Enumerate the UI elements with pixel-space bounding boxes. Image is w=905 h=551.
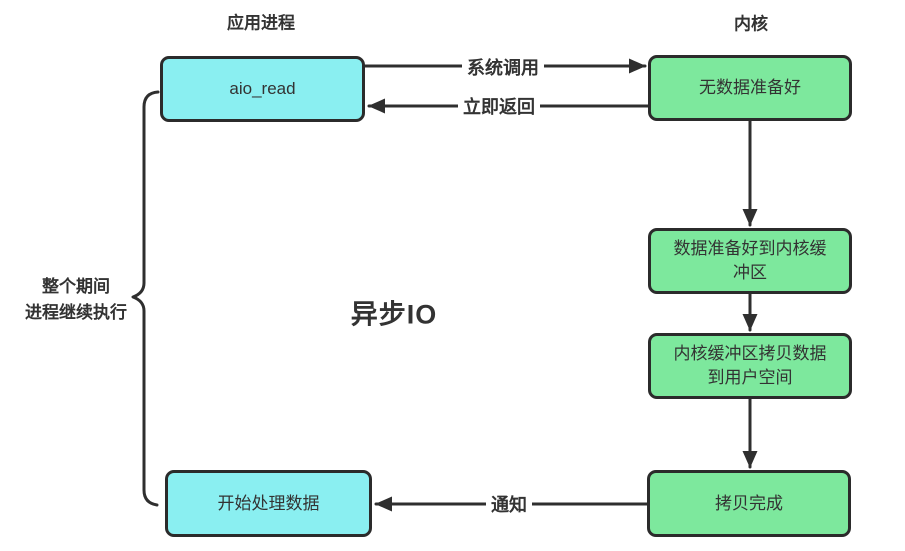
diagram-title: 异步IO bbox=[350, 299, 438, 330]
node-kernel-buffer-copy: 内核缓冲区拷贝数据到用户空间 bbox=[648, 333, 852, 399]
process-continues-note: 整个期间 进程继续执行 bbox=[25, 274, 127, 326]
node-aio-read: aio_read bbox=[160, 56, 365, 122]
process-continues-brace bbox=[131, 90, 160, 507]
kernel-column-label: 内核 bbox=[734, 14, 768, 34]
node-start-processing: 开始处理数据 bbox=[165, 470, 372, 537]
node-no-data-ready: 无数据准备好 bbox=[648, 55, 852, 121]
system-call-label: 系统调用 bbox=[462, 53, 544, 81]
app-process-column-label: 应用进程 bbox=[227, 13, 295, 33]
node-copy-complete: 拷贝完成 bbox=[647, 470, 851, 537]
node-data-to-kernel-buffer: 数据准备好到内核缓冲区 bbox=[648, 228, 852, 294]
notify-label: 通知 bbox=[486, 490, 532, 518]
process-continues-note-line1: 整个期间 bbox=[42, 277, 110, 296]
process-continues-note-line2: 进程继续执行 bbox=[25, 303, 127, 322]
immediate-return-label: 立即返回 bbox=[458, 92, 540, 120]
